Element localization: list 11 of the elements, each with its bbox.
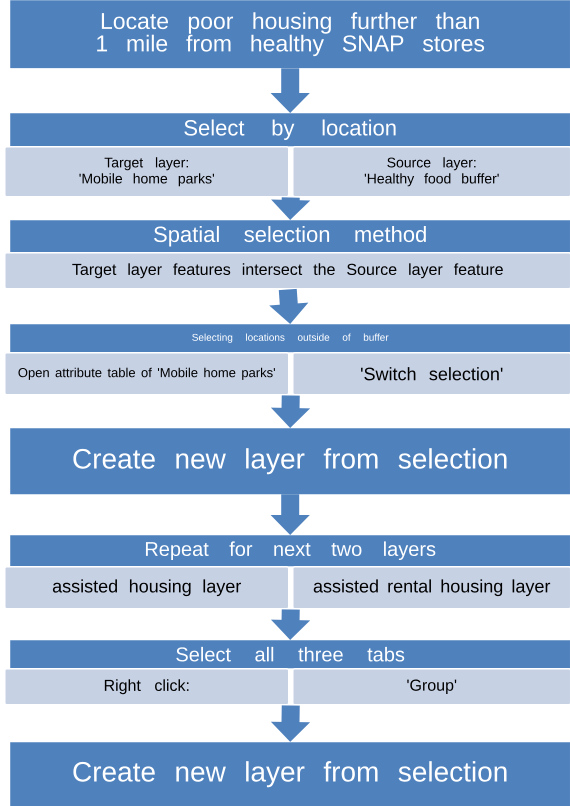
- step-box: 'Switch selection': [292, 352, 570, 396]
- step-box: Right click:: [4, 668, 290, 706]
- step-box: Open attribute table of 'Mobile home parks': [4, 352, 290, 396]
- step-box: assisted housing layer: [4, 566, 290, 610]
- step-box: Target layer features intersect the Source layer feature: [4, 252, 570, 290]
- header-band: Create new layer from selection: [10, 742, 570, 806]
- step-box: assisted rental housing layer: [292, 566, 570, 610]
- step-box: 'Group': [292, 668, 570, 706]
- header-band: Locate poor housing further than 1 mile from healthy SNAP stores: [10, 0, 570, 68]
- step-box: Target layer: 'Mobile home parks': [4, 146, 290, 198]
- step-box: Source layer: 'Healthy food buffer': [292, 146, 570, 198]
